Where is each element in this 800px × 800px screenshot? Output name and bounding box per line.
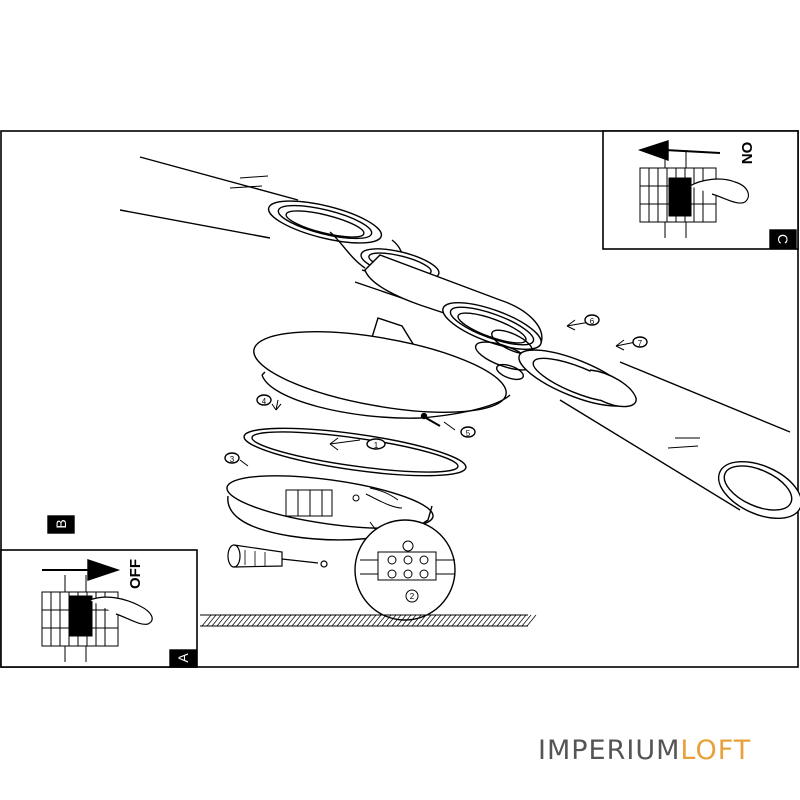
step-5-label: 5 [466, 429, 471, 438]
wall-plate [253, 331, 511, 419]
step-7-label: 7 [638, 339, 643, 348]
lower-glass-tube [518, 349, 800, 520]
step-2 [405, 589, 419, 603]
terminal-block-icon [285, 489, 333, 517]
step-2-label: 2 [410, 592, 415, 601]
panel-a-label: A [175, 653, 191, 663]
breaker-c-icon [639, 150, 717, 238]
hand-c-icon [689, 178, 749, 204]
ground-hatch-lines [201, 614, 537, 627]
upper-glass-tube [119, 156, 383, 244]
wall-plug-icon [227, 544, 328, 568]
step-1: 1 [329, 437, 386, 451]
panel-b-label-box [47, 515, 75, 534]
panel-c-label: C [775, 234, 791, 244]
step-6-label: 6 [590, 317, 595, 326]
panel-a: A OFF [0, 549, 198, 668]
screw-icon [425, 417, 441, 427]
hand-a-icon [89, 596, 153, 625]
panel-a-switch-text: OFF [127, 559, 144, 589]
brand-logo: IMPERIUMLOFT [538, 736, 751, 766]
panel-a-label-box [169, 649, 197, 668]
step-1-label: 1 [374, 441, 379, 450]
panel-b-label: B [53, 519, 69, 528]
step-6: 6 [566, 314, 600, 331]
ground-hatching [200, 614, 528, 627]
panel-c-switch-text: ON [738, 142, 755, 165]
brand-part-1: IMPERIUM [538, 735, 681, 766]
switch-arrow-icon [664, 149, 721, 154]
ground-symbol-icon [402, 540, 414, 552]
step-3: 3 [224, 452, 249, 467]
brand-part-2: LOFT [680, 735, 752, 766]
step-4-label: 4 [262, 397, 267, 406]
junction-box [226, 475, 434, 541]
panel-c-label-box [769, 229, 797, 249]
step-7: 7 [615, 336, 648, 351]
step-5: 5 [420, 412, 476, 438]
step-4: 4 [256, 394, 282, 411]
wiring-detail: 2 [354, 519, 456, 621]
step-3-label: 3 [230, 455, 235, 464]
panel-b: B [47, 515, 75, 534]
panel-c: C ON [602, 130, 799, 250]
wires-icon [365, 487, 403, 509]
gasket-ring [243, 427, 467, 477]
